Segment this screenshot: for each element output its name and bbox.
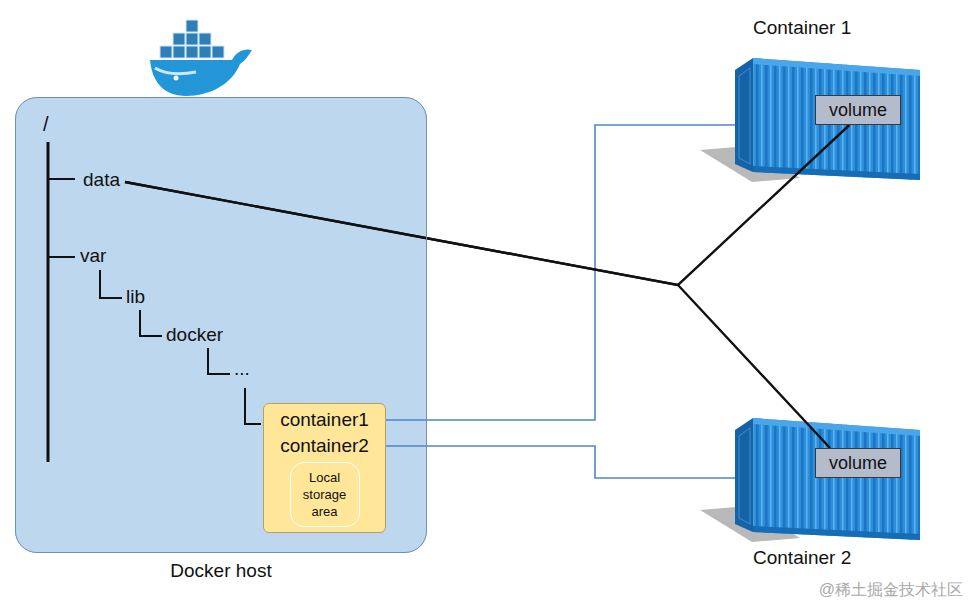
container-dir: container1	[280, 407, 369, 433]
tree-entry: data	[80, 168, 123, 192]
folder-name: lib	[126, 286, 145, 308]
storage-box: container1container2Local storage area	[263, 403, 386, 533]
volume-box: volume	[815, 448, 901, 478]
connector-line	[125, 125, 849, 285]
local-storage: Local storage area	[290, 462, 360, 527]
volume-label: volume	[829, 453, 887, 474]
volume-label: volume	[829, 100, 887, 121]
container-title: Container 2	[753, 546, 851, 570]
docker-logo	[150, 20, 252, 96]
tree-lines	[48, 142, 261, 462]
root-dir: /	[43, 113, 49, 135]
watermark: @稀土掘金技术社区	[819, 579, 963, 601]
container-illustration	[700, 418, 920, 542]
storage-label: Local storage area	[295, 469, 355, 520]
host-ground	[15, 97, 427, 553]
container-dir: container2	[280, 433, 369, 459]
folder-name: ...	[234, 358, 250, 380]
host-title: Docker host	[16, 560, 426, 582]
container: Container 2 volume	[735, 410, 920, 572]
folder-name: data	[83, 169, 120, 191]
container: Container 1 volume	[735, 16, 920, 182]
connector-line	[386, 446, 735, 478]
connector-line	[386, 125, 735, 420]
folder-name: var	[80, 245, 106, 267]
volume-box: volume	[815, 95, 901, 125]
container-title: Container 1	[753, 16, 851, 40]
folder-name: docker	[166, 324, 223, 346]
connector-line	[125, 182, 830, 448]
